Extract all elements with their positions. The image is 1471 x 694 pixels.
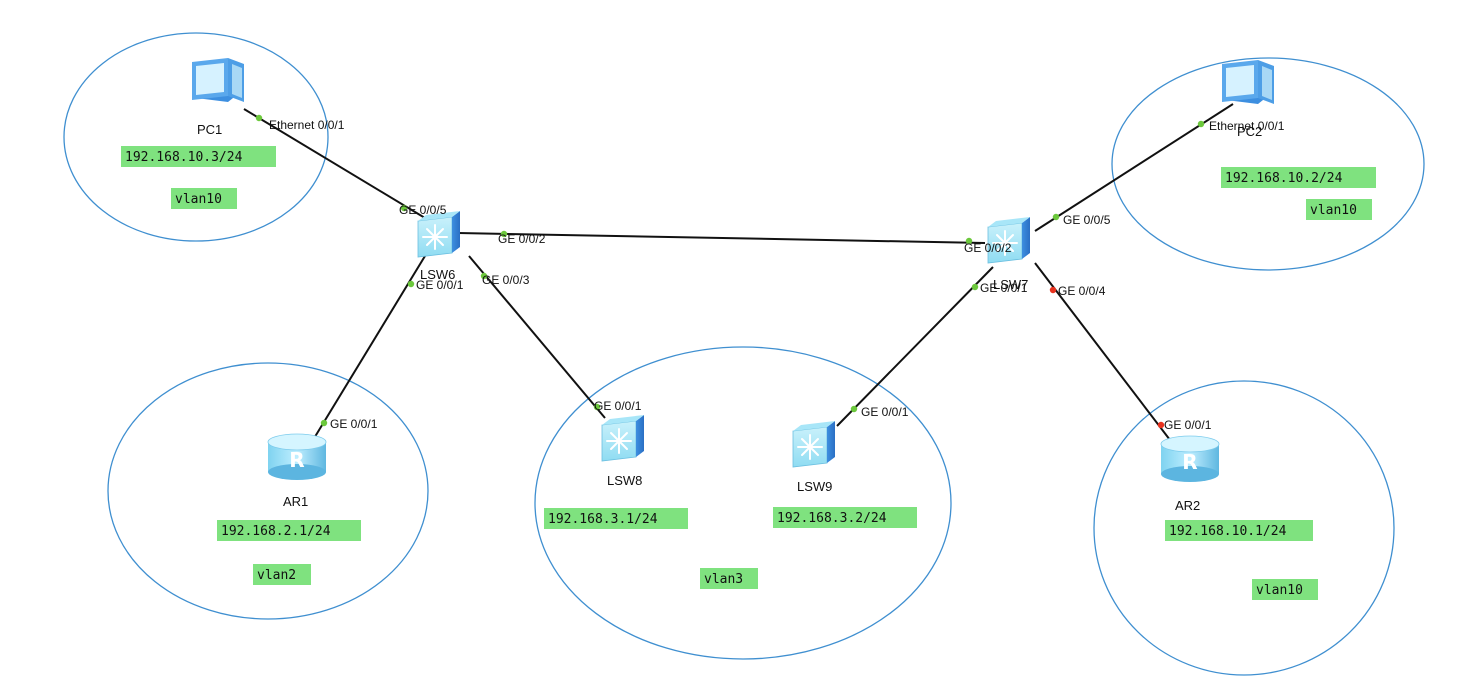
port-dot-lsw6-ge1 xyxy=(407,280,415,288)
vlan-tag-pc2: vlan10 xyxy=(1310,203,1357,218)
port-label: GE 0/0/1 xyxy=(330,417,378,431)
port-label: GE 0/0/1 xyxy=(416,278,464,292)
port-dot-lsw7-ge4 xyxy=(1049,286,1057,294)
vlan-tag-pc1: vlan10 xyxy=(175,192,222,207)
port-label: Ethernet 0/0/1 xyxy=(269,118,345,132)
zone-center xyxy=(534,346,952,660)
zone-pc1 xyxy=(63,32,329,242)
vlan-tag-center: vlan3 xyxy=(704,572,743,587)
device-label-pc2: PC2 xyxy=(1237,124,1262,139)
vlan-tag-bg xyxy=(700,568,758,589)
pc-icon[interactable] xyxy=(192,58,244,102)
ip-tag-lsw8: 192.168.3.1/24 xyxy=(548,512,658,527)
ip-tag-bg xyxy=(773,507,917,528)
port-label: GE 0/0/1 xyxy=(1164,418,1212,432)
vlan-tag-ar1: vlan2 xyxy=(257,568,296,583)
switch-icon[interactable] xyxy=(417,210,461,258)
link-lsw7-lsw9[interactable] xyxy=(836,266,994,427)
port-label: Ethernet 0/0/1 xyxy=(1209,119,1285,133)
switch-icon[interactable] xyxy=(987,216,1031,264)
zone-pc2 xyxy=(1111,57,1425,271)
router-icon[interactable] xyxy=(267,433,327,481)
port-label: GE 0/0/4 xyxy=(1058,284,1106,298)
router-icon[interactable] xyxy=(1160,435,1220,483)
switch-icon[interactable] xyxy=(792,420,836,468)
ip-tag-pc1: 192.168.10.3/24 xyxy=(125,150,243,165)
port-dot-lsw6-ge2 xyxy=(500,230,508,238)
device-label-lsw9: LSW9 xyxy=(797,479,832,494)
device-label-lsw7: LSW7 xyxy=(993,277,1028,292)
port-dot-lsw6-ge3 xyxy=(480,272,488,280)
port-dot-ar1-ge1 xyxy=(320,419,328,427)
port-label: GE 0/0/1 xyxy=(980,281,1028,295)
ip-tag-ar2: 192.168.10.1/24 xyxy=(1169,524,1287,539)
device-label-lsw8: LSW8 xyxy=(607,473,642,488)
port-dot-lsw7-ge5 xyxy=(1052,213,1060,221)
ip-tag-lsw9: 192.168.3.2/24 xyxy=(777,511,887,526)
ip-tag-bg xyxy=(544,508,688,529)
link-lsw7-ar2[interactable] xyxy=(1034,262,1171,441)
link-lsw6-lsw7[interactable] xyxy=(457,232,986,244)
port-dot-pc1-eth xyxy=(255,114,263,122)
ip-tag-bg xyxy=(1221,167,1376,188)
link-lsw6-ar1[interactable] xyxy=(312,255,426,441)
port-dot-ar2-ge1 xyxy=(1157,421,1165,429)
device-label-ar2: AR2 xyxy=(1175,498,1200,513)
zone-ar2 xyxy=(1093,380,1395,676)
port-dot-lsw7-ge1 xyxy=(971,283,979,291)
port-label: GE 0/0/5 xyxy=(399,203,447,217)
device-label-ar1: AR1 xyxy=(283,494,308,509)
device-label-lsw6: LSW6 xyxy=(420,267,455,282)
port-dot-lsw7-ge2 xyxy=(965,237,973,245)
port-label: GE 0/0/1 xyxy=(594,399,642,413)
vlan-tag-bg xyxy=(171,188,237,209)
ip-tag-bg xyxy=(1165,520,1313,541)
vlan-tag-ar2: vlan10 xyxy=(1256,583,1303,598)
link-pc1-lsw6[interactable] xyxy=(243,108,426,219)
vlan-tag-bg xyxy=(1252,579,1318,600)
port-label: GE 0/0/2 xyxy=(498,232,546,246)
port-label: GE 0/0/1 xyxy=(861,405,909,419)
port-label: GE 0/0/2 xyxy=(964,241,1012,255)
device-label-pc1: PC1 xyxy=(197,122,222,137)
vlan-tag-bg xyxy=(1306,199,1372,220)
zone-ar1 xyxy=(107,362,429,620)
port-dot-lsw9-ge1 xyxy=(850,405,858,413)
switch-icon[interactable] xyxy=(601,414,645,462)
ip-tag-ar1: 192.168.2.1/24 xyxy=(221,524,331,539)
port-label: GE 0/0/5 xyxy=(1063,213,1111,227)
pc-icon[interactable] xyxy=(1222,60,1274,104)
link-lsw6-lsw8[interactable] xyxy=(468,255,606,419)
ip-tag-bg xyxy=(121,146,276,167)
port-label: GE 0/0/3 xyxy=(482,273,530,287)
port-dot-lsw8-ge1 xyxy=(593,403,601,411)
ip-tag-pc2: 192.168.10.2/24 xyxy=(1225,171,1343,186)
ip-tag-bg xyxy=(217,520,361,541)
port-dot-lsw6-ge5 xyxy=(400,204,408,212)
vlan-tag-bg xyxy=(253,564,311,585)
port-dot-pc2-eth xyxy=(1197,120,1205,128)
